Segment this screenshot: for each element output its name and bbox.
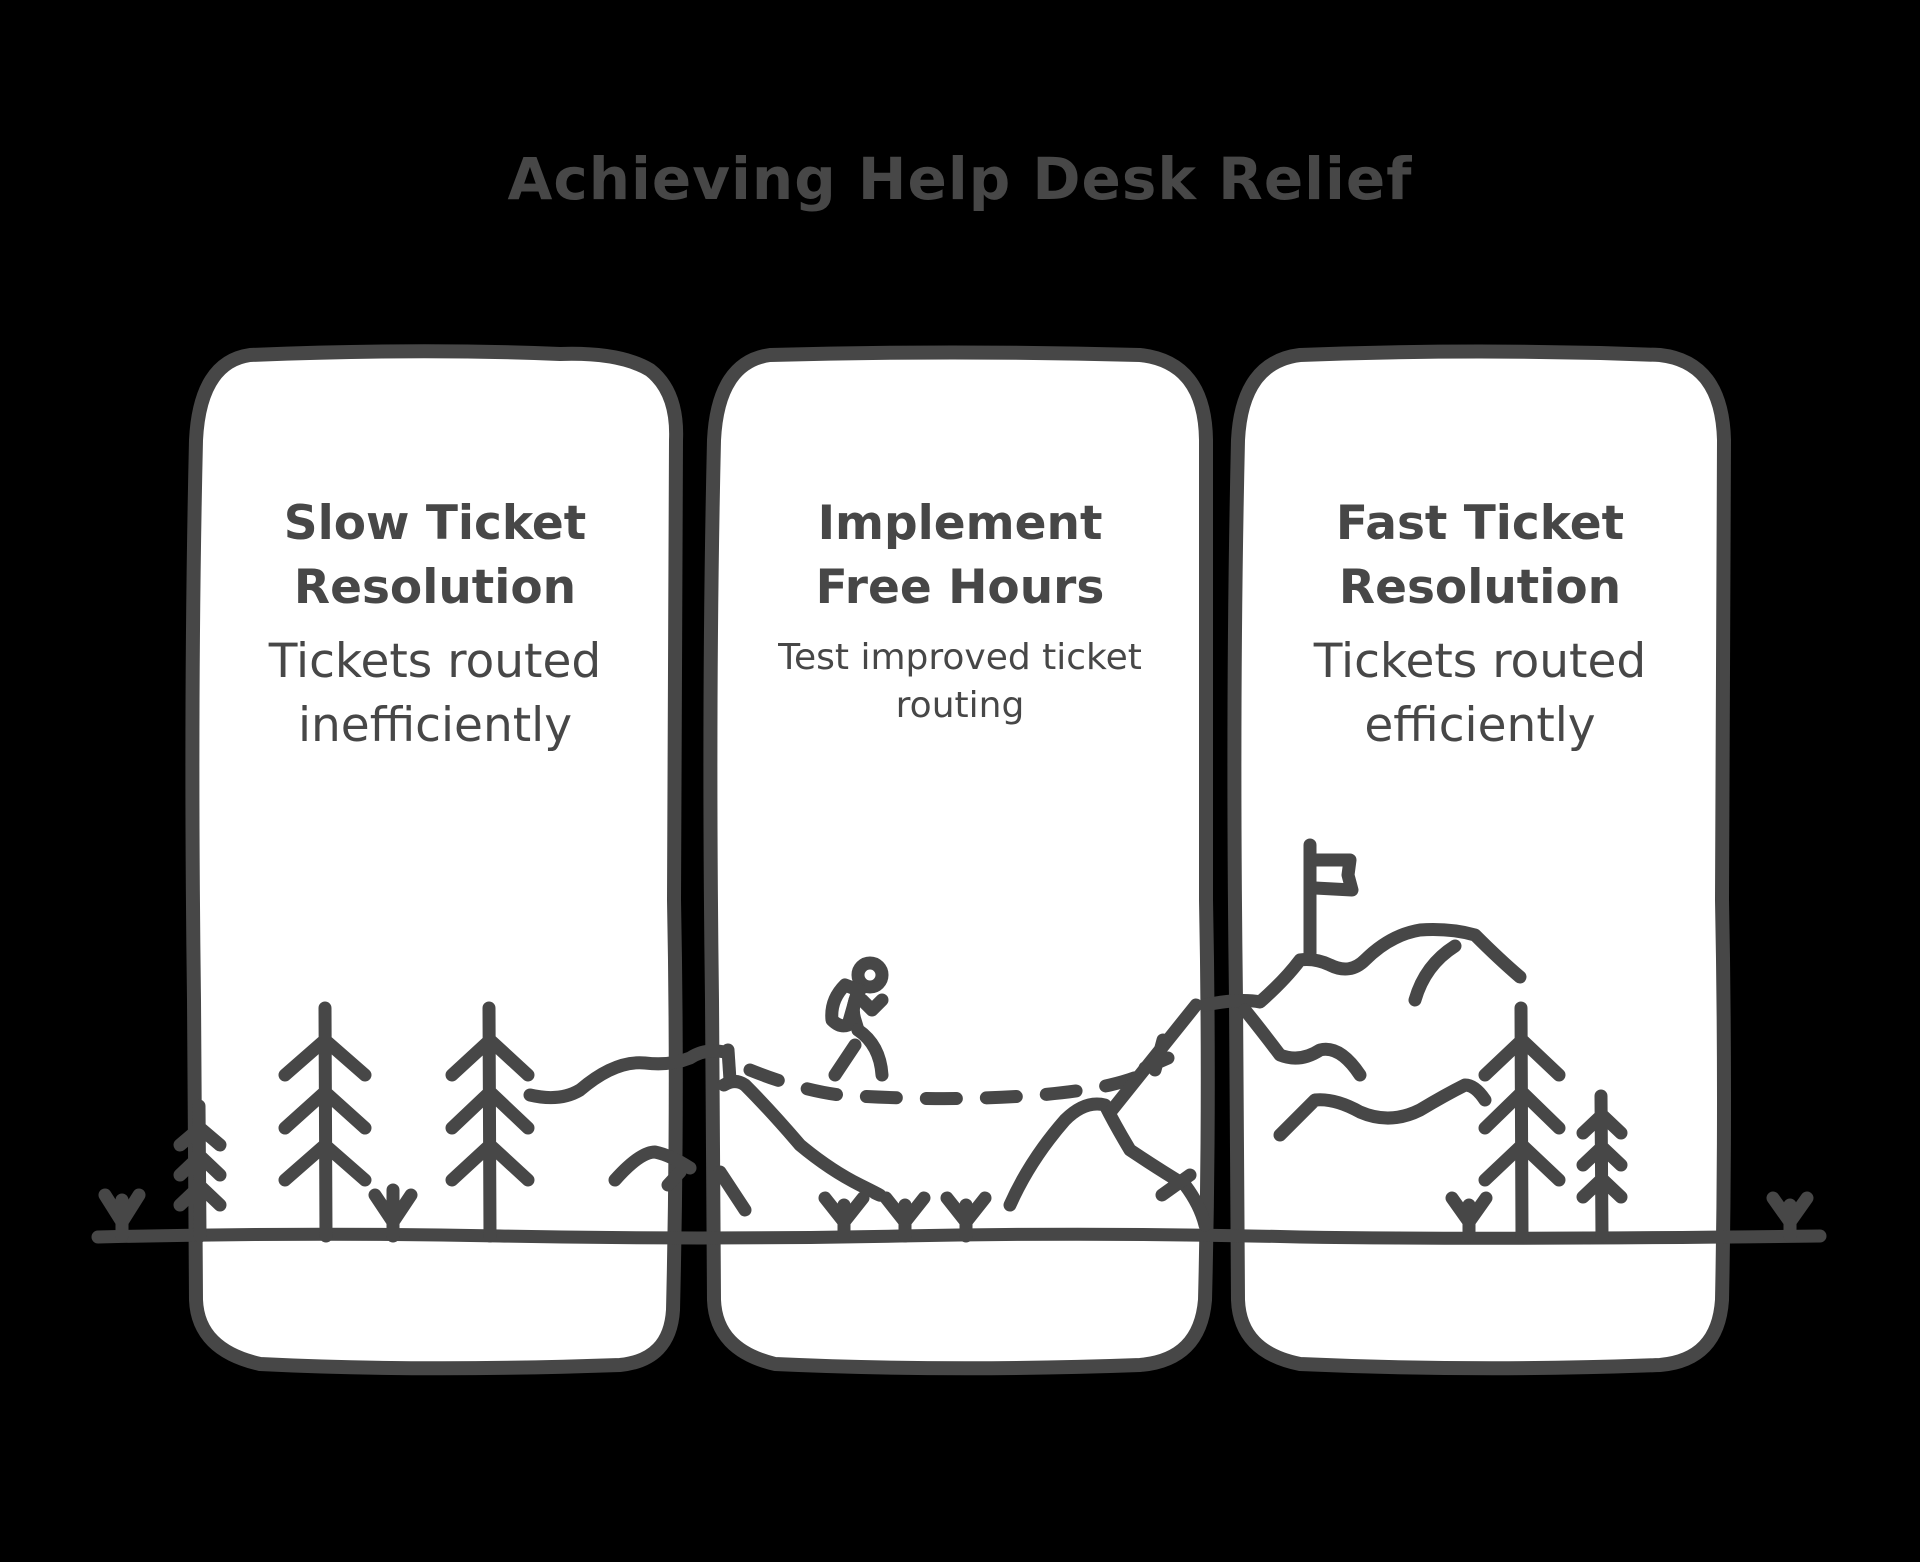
panel-heading: Implement Free Hours	[815, 496, 1105, 615]
flag-icon	[1303, 838, 1359, 962]
dashed-trail	[743, 1061, 1162, 1106]
pine-tree-icon	[445, 1001, 535, 1243]
panel-implement-free-hours: Implement Free Hours Test improved ticke…	[720, 492, 1200, 730]
plant-icon	[940, 1191, 992, 1243]
pine-tree-icon	[1478, 1001, 1566, 1243]
hiker-icon	[825, 956, 889, 1082]
panel-frame-2	[703, 345, 1215, 1376]
pine-tree-icon	[1576, 1089, 1628, 1243]
mountain-outline	[717, 1075, 887, 1202]
plant-icon	[1445, 1191, 1493, 1243]
panel-description: Tickets routed efficiently	[1313, 634, 1647, 753]
plant-icon	[879, 1191, 931, 1243]
mountain-outline	[1138, 1033, 1175, 1077]
panel-frame-1	[185, 344, 684, 1376]
mountain-outline	[1273, 1078, 1492, 1142]
mountain-outline	[1198, 923, 1527, 1012]
hill-outline	[523, 1044, 732, 1105]
pine-tree-icon	[278, 1001, 372, 1243]
mountain-outline	[1408, 939, 1462, 1007]
panel-heading: Slow Ticket Resolution	[283, 496, 587, 615]
diagram-title: Achieving Help Desk Relief	[507, 145, 1413, 213]
panel-heading: Fast Ticket Resolution	[1335, 496, 1625, 615]
plant-icon	[368, 1183, 418, 1243]
panel-description: Tickets routed inefficiently	[268, 634, 602, 753]
plant-icon	[1766, 1191, 1814, 1243]
panel-slow-ticket-resolution: Slow Ticket Resolution Tickets routed in…	[200, 492, 670, 758]
panel-fast-ticket-resolution: Fast Ticket Resolution Tickets routed ef…	[1240, 492, 1720, 758]
pine-tree-icon	[173, 1099, 227, 1243]
hill-outline	[608, 1145, 697, 1192]
mountain-outline	[1238, 1003, 1367, 1082]
mountain-outline	[721, 1043, 737, 1087]
plant-icon	[818, 1191, 870, 1243]
mountain-outline	[713, 1165, 752, 1217]
mountain-outline	[1155, 1168, 1197, 1202]
ground-line	[91, 1227, 1827, 1245]
panel-description: Test improved ticket routing	[778, 637, 1142, 726]
plant-icon	[98, 1188, 146, 1243]
